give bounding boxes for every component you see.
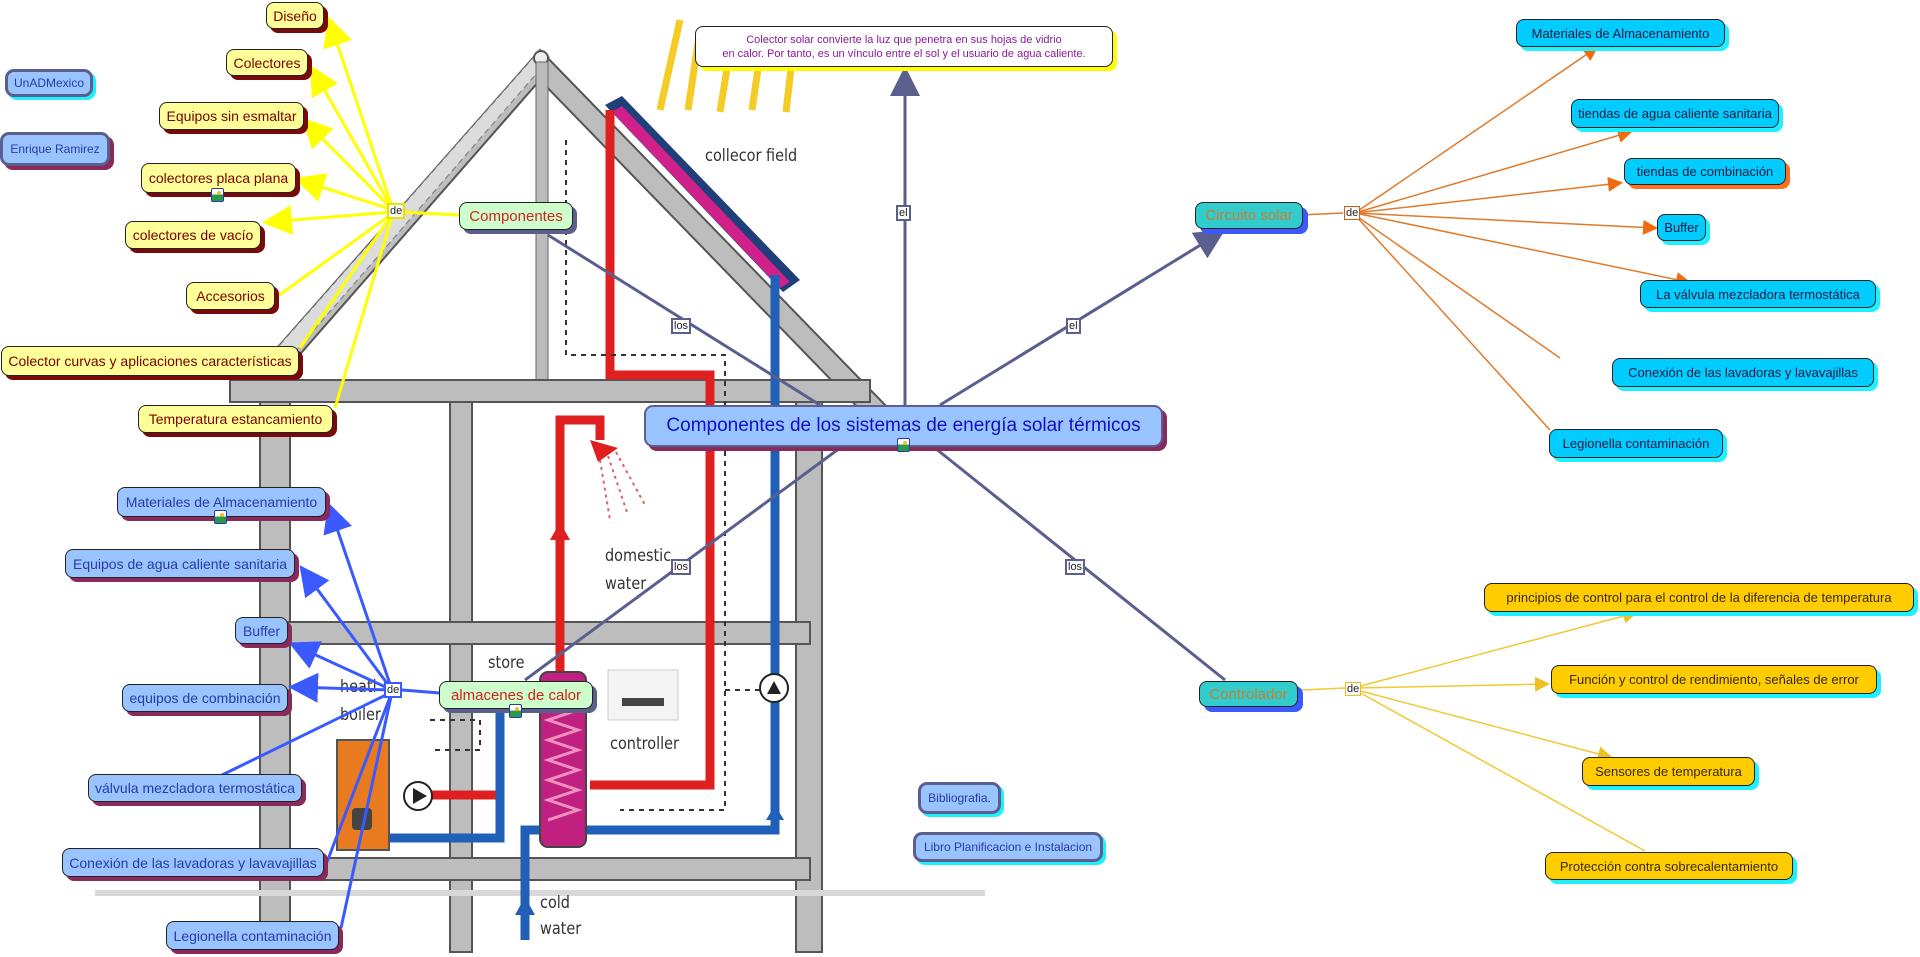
link-label-los: los <box>671 559 692 575</box>
almacenes-child[interactable]: válvula mezcladora termostática <box>88 774 302 802</box>
link-label-de: de <box>387 203 406 219</box>
collector-field-label: collecor field <box>705 146 798 166</box>
controller-box <box>607 669 679 721</box>
circuito-child[interactable]: tiendas de combinación <box>1624 158 1786 185</box>
almacenes-child[interactable]: Legionella contaminación <box>166 921 339 950</box>
image-attachment-icon[interactable] <box>211 188 224 202</box>
image-attachment-icon[interactable] <box>214 510 227 524</box>
image-attachment-icon[interactable] <box>897 438 910 452</box>
institution-node[interactable]: UnADMexico <box>5 69 93 97</box>
controlador-child[interactable]: Función y control de rendimiento, señale… <box>1551 665 1877 694</box>
circuito-child[interactable]: Legionella contaminación <box>1549 429 1723 458</box>
domestic-water-label-2: water <box>605 574 647 594</box>
componentes-child[interactable]: colectores de vacío <box>125 221 261 249</box>
domestic-water-label: domestic <box>605 546 672 566</box>
circuito-child[interactable]: Materiales de Almacenamiento <box>1516 19 1725 47</box>
link-label-de: de <box>1345 682 1362 696</box>
link-label-de: de <box>1344 206 1361 220</box>
link-label-el: el <box>1066 318 1081 334</box>
componentes-child[interactable]: Colectores <box>226 49 308 76</box>
circuito-child[interactable]: tiendas de agua caliente sanitaria <box>1571 99 1779 128</box>
componentes-child[interactable]: Temperatura estancamiento <box>138 405 333 433</box>
collector-panel <box>605 96 800 292</box>
circuito-child[interactable]: Buffer <box>1657 214 1706 241</box>
componentes-child[interactable]: Accesorios <box>186 282 275 310</box>
controller-label: controller <box>610 734 679 754</box>
componentes-child[interactable]: Diseño <box>266 2 324 29</box>
boiler <box>336 739 390 851</box>
bibliography-node[interactable]: Bibliografia. <box>918 782 1001 814</box>
circuito-solar-node[interactable]: Circuito solar <box>1195 202 1303 229</box>
link-label-los: los <box>1065 559 1086 575</box>
componentes-child[interactable]: Colector curvas y aplicaciones caracterí… <box>1 346 299 376</box>
image-attachment-icon[interactable] <box>509 704 522 718</box>
boiler-label: boiler <box>340 705 381 725</box>
store-coil <box>543 698 583 822</box>
controlador-child[interactable]: Protección contra sobrecalentamiento <box>1545 852 1793 880</box>
almacenes-child[interactable]: Conexión de las lavadoras y lavavajillas <box>62 848 324 877</box>
cold-water-arrow-icon <box>515 897 535 915</box>
reference-book-node[interactable]: Libro Planificacion e Instalacion <box>913 832 1103 862</box>
componentes-child[interactable]: Equipos sin esmaltar <box>159 102 304 130</box>
componentes-node[interactable]: Componentes <box>459 202 573 230</box>
link-label-el: el <box>896 205 911 221</box>
author-node[interactable]: Enrique Ramirez <box>0 132 110 166</box>
shower-icon <box>555 415 646 521</box>
link-label-los: los <box>671 318 692 334</box>
controlador-child[interactable]: principios de control para el control de… <box>1484 583 1914 612</box>
link-label-de: de <box>384 682 403 698</box>
central-node[interactable]: Componentes de los sistemas de energía s… <box>644 405 1163 447</box>
controlador-node[interactable]: Controlador <box>1199 681 1298 707</box>
heating-label: heati <box>340 677 377 697</box>
cold-water-label-2: water <box>540 919 582 939</box>
circuito-child[interactable]: La válvula mezcladora termostática <box>1640 280 1876 308</box>
controlador-child[interactable]: Sensores de temperatura <box>1582 757 1755 786</box>
collector-note[interactable]: Colector solar convierte la luz que pene… <box>695 26 1113 67</box>
cold-water-label: cold <box>540 893 570 913</box>
almacenes-child[interactable]: Equipos de agua caliente sanitaria <box>65 549 295 578</box>
store-label: store <box>488 653 525 673</box>
almacenes-child[interactable]: equipos de combinación <box>122 684 288 712</box>
almacenes-child[interactable]: Buffer <box>235 617 288 644</box>
circuito-child[interactable]: Conexión de las lavadoras y lavavajillas <box>1612 358 1874 387</box>
